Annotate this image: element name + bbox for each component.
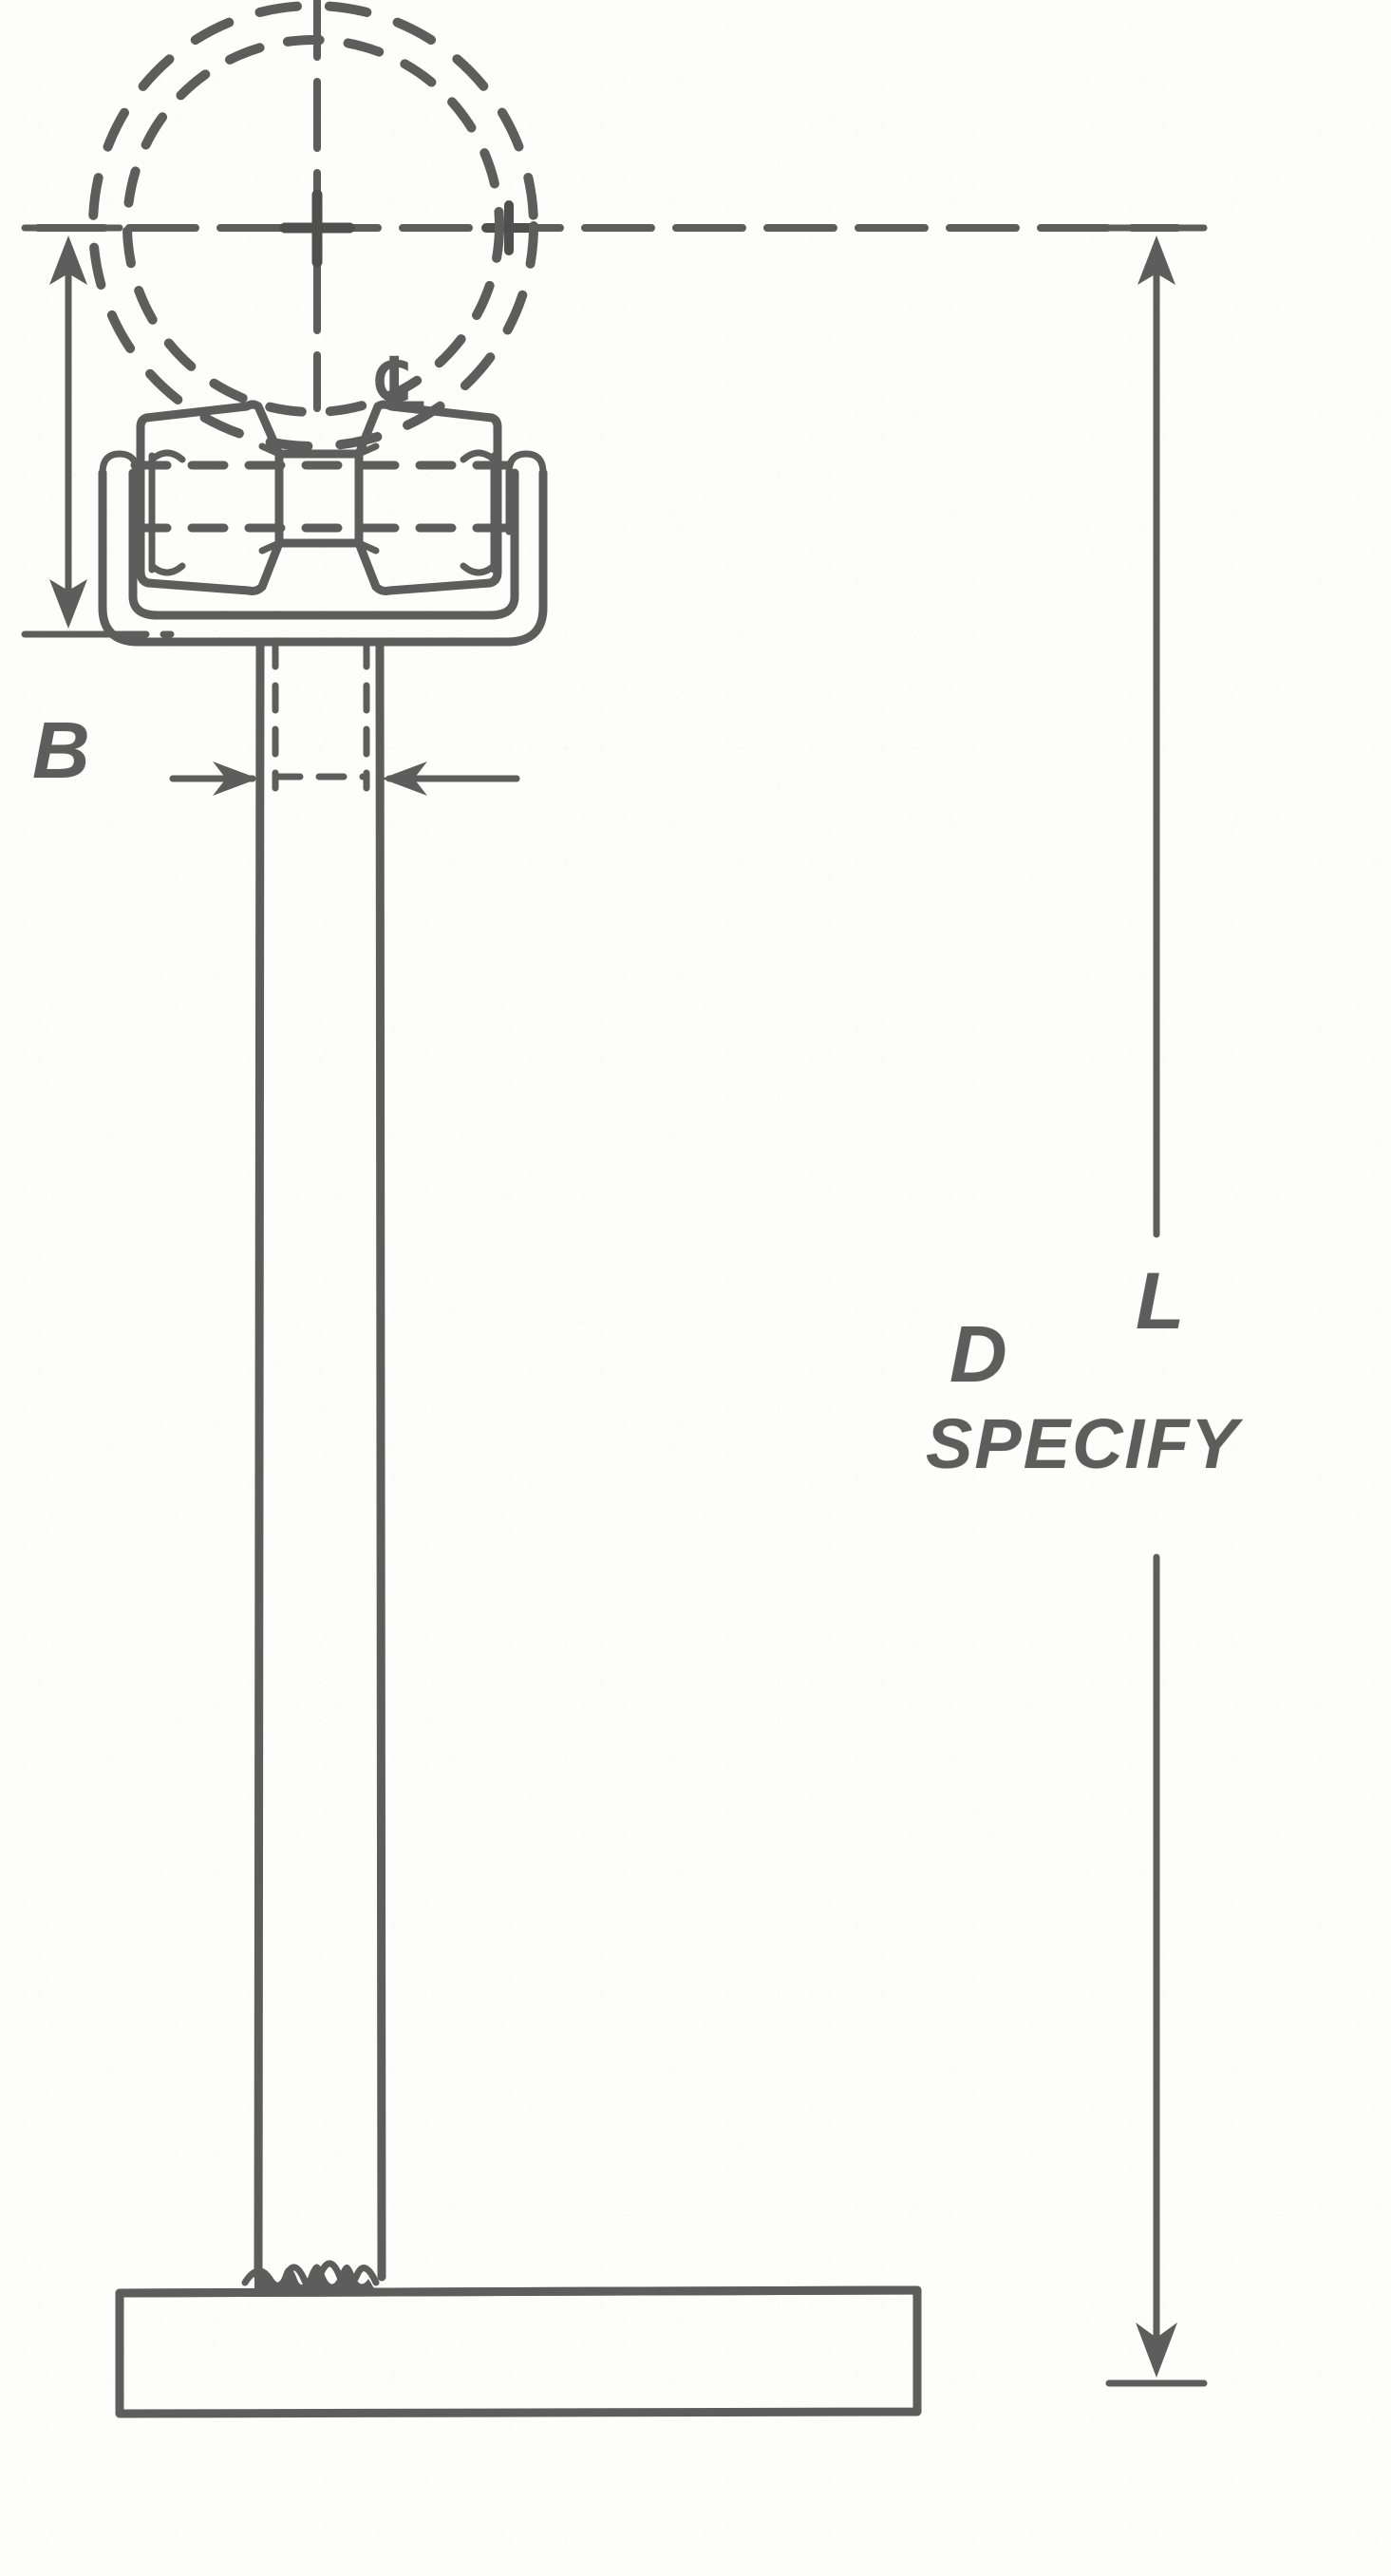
- dimension-b: [21, 224, 123, 638]
- roller-bore-hidden-lines: [130, 461, 525, 533]
- roller-bracket: [98, 450, 548, 647]
- dimension-label-d: D: [949, 1309, 1008, 1399]
- right-cross-mark: [481, 200, 536, 255]
- weld-bead: [241, 2260, 380, 2291]
- dashed-outer-circle: [88, 1, 538, 451]
- centerline-symbol: ℄: [378, 345, 423, 423]
- base-plate: [115, 2285, 922, 2418]
- support-post: [254, 637, 386, 2282]
- dimension-l: [1105, 224, 1208, 2387]
- dashed-inner-circle: [122, 35, 504, 417]
- dimension-label-b: B: [32, 705, 91, 795]
- dimension-label-l: L: [1136, 1256, 1186, 1345]
- bow-roller: [136, 400, 502, 595]
- dimension-d: [169, 762, 520, 796]
- center-cross-mark: [279, 189, 355, 268]
- note-specify: SPECIFY: [926, 1404, 1240, 1483]
- axle-pin: [148, 449, 498, 576]
